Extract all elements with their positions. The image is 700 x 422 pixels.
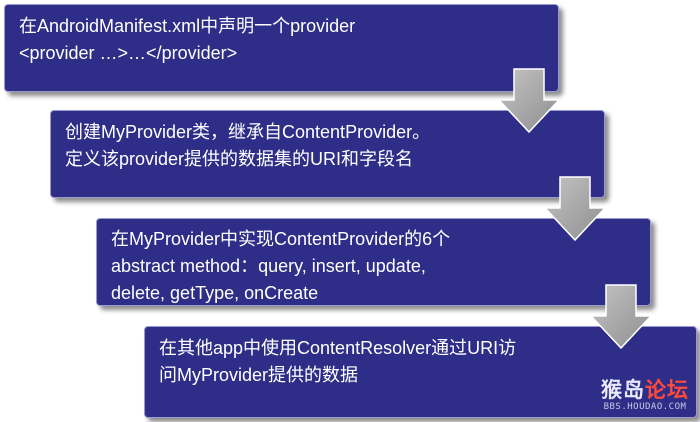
step-1-line-1: 在AndroidManifest.xml中声明一个provider: [19, 16, 356, 36]
down-arrow-icon: [497, 68, 561, 134]
down-arrow-icon: [543, 176, 607, 242]
step-2-line-2: 定义该provider提供的数据集的URI和字段名: [65, 149, 414, 169]
step-4-line-1: 在其他app中使用ContentResolver通过URI访: [159, 338, 517, 358]
watermark-logo-part2: 论坛: [645, 378, 689, 402]
step-3-line-3: delete, getType, onCreate: [111, 283, 319, 303]
down-arrow-icon: [589, 284, 653, 350]
step-2-line-1: 创建MyProvider类，继承自ContentProvider。: [65, 122, 431, 142]
watermark-logo-part1: 猴岛: [601, 378, 645, 402]
forum-watermark: 猴岛论坛 BBS.HOUDAO.COM: [594, 378, 696, 416]
step-4-box: 在其他app中使用ContentResolver通过URI访 问MyProvid…: [144, 326, 697, 418]
step-4-line-2: 问MyProvider提供的数据: [159, 365, 359, 385]
step-1-box: 在AndroidManifest.xml中声明一个provider <provi…: [4, 4, 559, 92]
watermark-url: BBS.HOUDAO.COM: [603, 402, 687, 412]
step-3-box: 在MyProvider中实现ContentProvider的6个 abstrac…: [96, 218, 651, 306]
step-1-line-2: <provider …>…</provider>: [19, 43, 238, 63]
step-2-box: 创建MyProvider类，继承自ContentProvider。 定义该pro…: [50, 110, 605, 198]
watermark-logo: 猴岛论坛: [594, 378, 696, 402]
step-3-line-2: abstract method：query, insert, update,: [111, 256, 426, 276]
step-3-line-1: 在MyProvider中实现ContentProvider的6个: [111, 229, 451, 249]
